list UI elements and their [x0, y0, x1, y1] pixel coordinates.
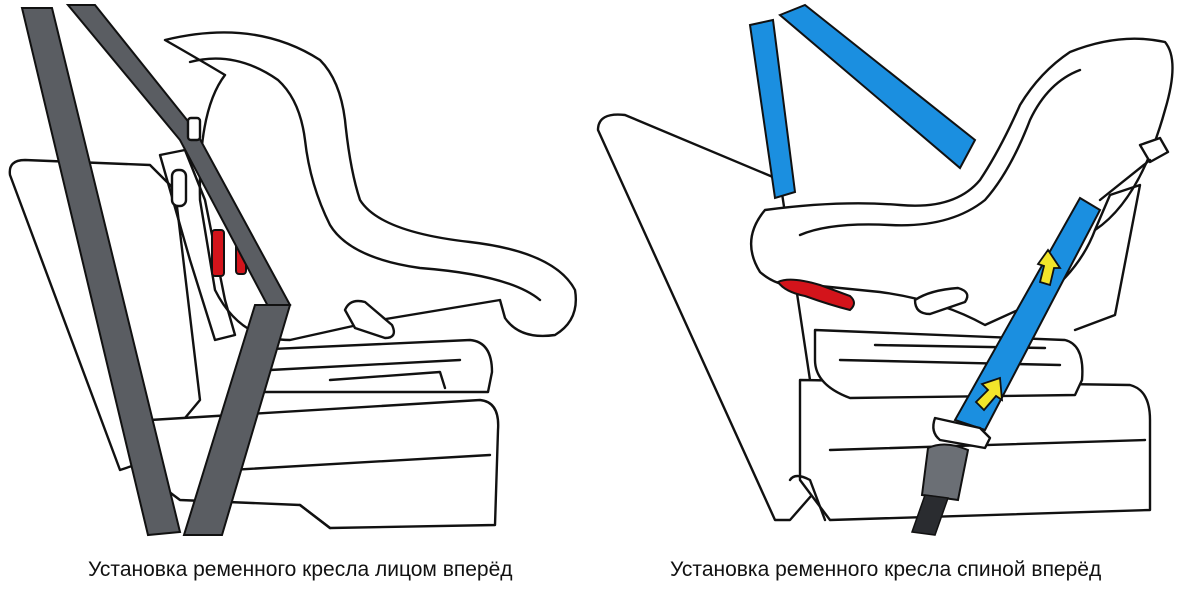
armrest-handle	[343, 299, 396, 340]
rear-facing-illustration	[596, 3, 1174, 536]
belt-vertical-strap	[20, 7, 182, 537]
armrest-handle	[913, 286, 969, 316]
belt-guide-slot	[170, 168, 188, 208]
child-seat-shell	[749, 37, 1174, 327]
release-lever	[776, 278, 855, 312]
belt-guide-clip	[1138, 136, 1170, 164]
lap-belt	[953, 196, 1102, 432]
caption-rear-facing: Установка ременного кресла спиной вперёд	[670, 558, 1102, 581]
direction-arrow	[974, 376, 1004, 412]
shoulder-belt	[778, 3, 977, 170]
car-seat-installation-diagram	[8, 3, 1174, 537]
seat-buckle-receiver	[920, 443, 970, 502]
buckle-strap	[910, 494, 950, 536]
forward-facing-illustration	[8, 4, 577, 537]
belt-lock-clip	[211, 229, 225, 277]
belt-vertical-strap	[748, 18, 797, 200]
direction-arrow	[1036, 248, 1062, 287]
lap-belt	[182, 304, 292, 536]
vehicle-seat-cushion	[798, 378, 1152, 522]
caption-forward-facing: Установка ременного кресла лицом вперёд	[88, 558, 513, 581]
belt-buckle	[186, 116, 202, 142]
child-seat-base	[248, 338, 494, 394]
belt-buckle	[932, 416, 992, 450]
